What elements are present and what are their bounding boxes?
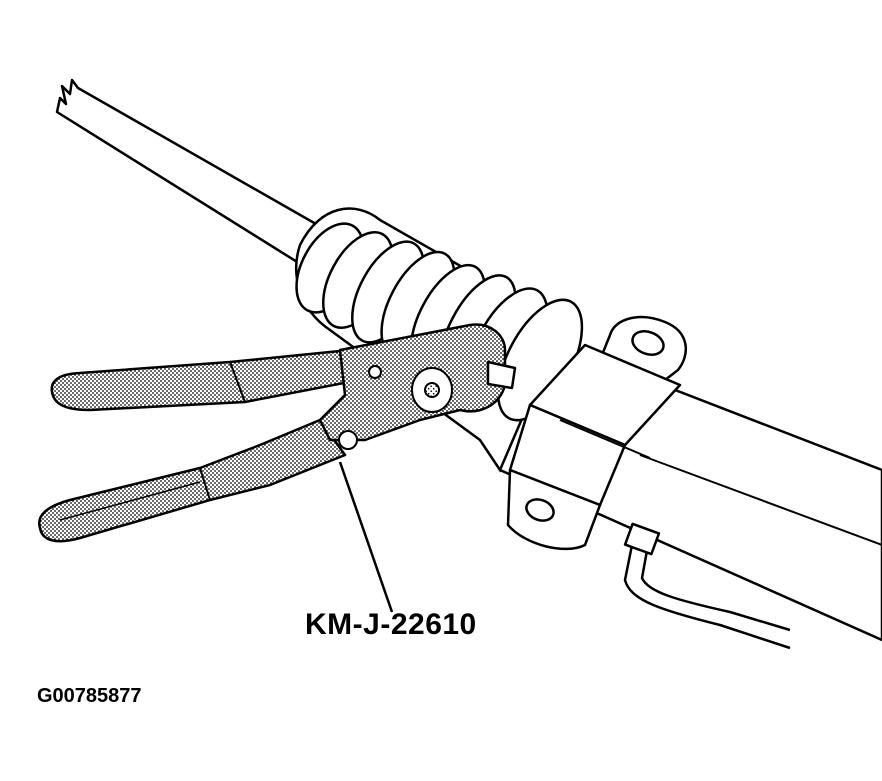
crimp-pliers: [38, 323, 517, 543]
fluid-line: [623, 522, 791, 650]
callout-leader: [338, 461, 394, 613]
rack-boot: [295, 207, 584, 473]
rack-shaft: [55, 78, 332, 272]
figure-id: G00785877: [37, 685, 142, 707]
mount-bracket: [506, 315, 687, 551]
tool-label: KM-J-22610: [305, 608, 477, 641]
